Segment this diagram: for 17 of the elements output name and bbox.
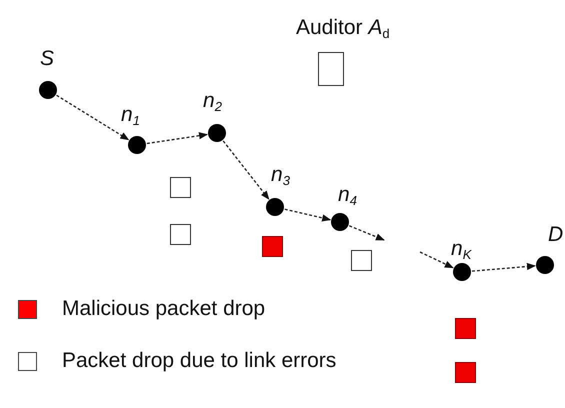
node-label: D (548, 224, 564, 245)
arrow (146, 132, 208, 144)
arrow (349, 225, 385, 241)
legend-text: Malicious packet drop (62, 297, 266, 321)
node-label: S (40, 48, 54, 69)
legend-text: Packet drop due to link errors (62, 349, 336, 373)
node-label: n$_{2}$ (203, 90, 222, 111)
arrow (420, 251, 454, 268)
arrow (222, 140, 270, 200)
arrow (56, 94, 130, 140)
node-label: n$_{3}$ (271, 164, 290, 185)
arrow (284, 208, 332, 222)
arrow (472, 262, 536, 272)
node-label: n$_{4}$ (338, 184, 357, 205)
node-label: n$_{1}$ (121, 104, 140, 125)
auditor-label: Auditor A$_{d}$ (296, 17, 390, 38)
node-label: n$_{K}$ (451, 238, 472, 259)
